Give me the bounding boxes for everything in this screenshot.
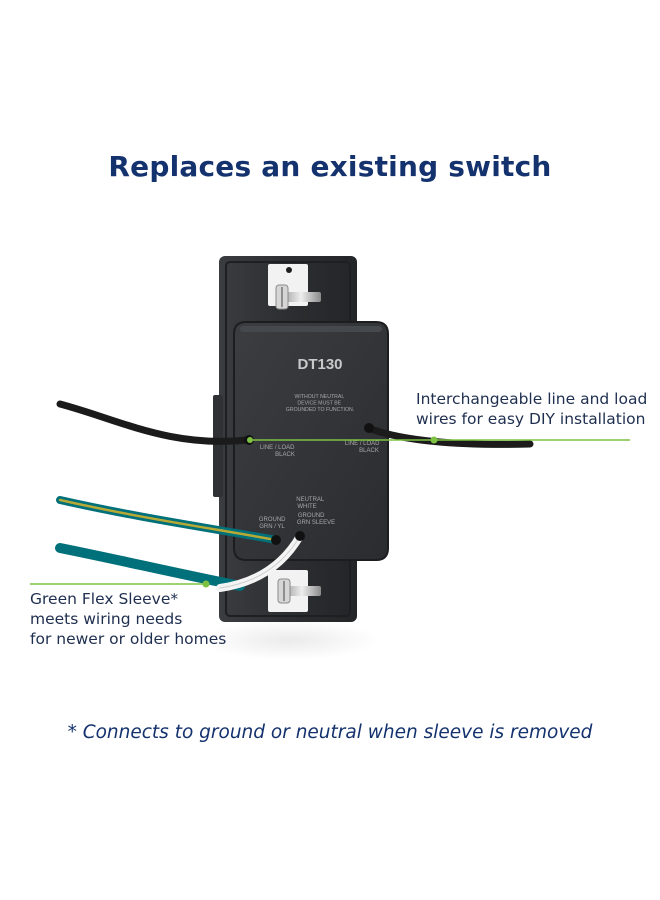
terminal-label-left: LINE / LOAD BLACK [260,445,296,458]
neutral-notice-line: GROUNDED TO FUNCTION. [286,407,354,413]
terminal-label-ground-line: GRN / YL [259,524,285,530]
device-body-highlight [240,326,382,332]
terminal-label-sleeve-line: GRN SLEEVE [297,520,335,526]
line-load-callout: Interchangeable line and load wires for … [416,389,647,429]
terminal-label-sleeve-line: GROUND [298,513,325,519]
terminal-label-neutral: NEUTRAL WHITE [296,497,325,510]
right-black-wire [364,424,534,448]
terminal-label-ground: GROUND GRN / YL [259,517,287,530]
neutral-notice-line: DEVICE MUST BE [297,401,341,407]
terminal-label-neutral-line: WHITE [297,504,316,510]
terminal-label-right-line: LINE / LOAD [345,441,380,447]
device-body-edge [233,321,389,561]
terminal-label-left-line: LINE / LOAD [260,445,295,451]
ground-wire-entry [271,535,281,545]
model-label: DT130 [297,356,342,373]
terminal-label-right-line: BLACK [359,448,379,454]
device-body [234,322,388,560]
flex-sleeve-callout: Green Flex Sleeve* meets wiring needs fo… [30,589,226,649]
line-load-callout-line: Interchangeable line and load [416,390,648,408]
neutral-notice-line: WITHOUT NEUTRAL [294,394,344,400]
headline: Replaces an existing switch [108,150,552,183]
white-neutral-wire-outline [219,535,301,589]
terminal-label-sleeve: GROUND GRN SLEEVE [297,513,335,526]
line-load-callout-line: wires for easy DIY installation [416,410,646,428]
device-shadow [200,620,380,660]
right-black-wire-entry [364,423,374,433]
neutral-notice: WITHOUT NEUTRAL DEVICE MUST BE GROUNDED … [286,394,354,413]
neutral-wire-entry [295,531,305,541]
pointer-dot-right [430,436,438,444]
flex-sleeve-callout-line: meets wiring needs [30,610,183,628]
top-mounting-screw-icon [275,267,321,310]
terminal-label-neutral-line: NEUTRAL [296,497,325,503]
pointer-dot-left [202,580,210,588]
flex-sleeve-callout-line: for newer or older homes [30,630,227,648]
terminal-label-ground-line: GROUND [259,517,286,523]
strap-side-tab-left [213,395,223,497]
terminal-label-right: LINE / LOAD BLACK [345,441,381,454]
terminal-label-left-line: BLACK [275,452,295,458]
pointer-dot-device [247,437,253,443]
left-black-wire [56,400,252,445]
green-sleeve-wire [55,543,245,591]
ground-wire-stripe [58,498,278,542]
flex-sleeve-callout-line: Green Flex Sleeve* [30,590,179,608]
footnote: * Connects to ground or neutral when sle… [67,722,593,743]
bottom-mounting-screw-icon [277,578,321,604]
